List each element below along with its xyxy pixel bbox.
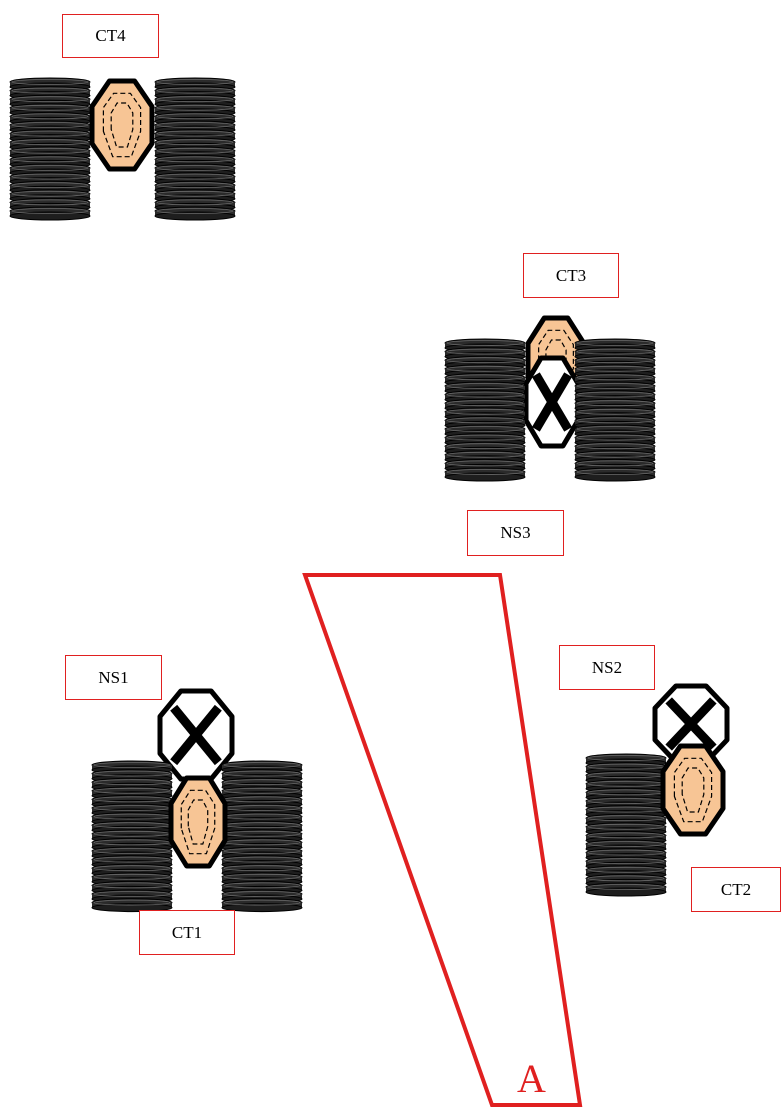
cross-stroke bbox=[665, 697, 717, 751]
stack-column bbox=[91, 760, 173, 913]
ct1-label: CT1 bbox=[139, 910, 235, 955]
cross-stroke bbox=[532, 372, 572, 432]
dashed-ring bbox=[673, 757, 713, 823]
tan-octagon bbox=[660, 743, 726, 837]
stack-column bbox=[574, 338, 656, 482]
ct4-label: CT4 bbox=[62, 14, 159, 58]
ns3-label: NS3 bbox=[467, 510, 564, 556]
wedge-letter: A bbox=[517, 1056, 546, 1101]
dashed-ring bbox=[180, 789, 216, 855]
octagon-body bbox=[660, 743, 726, 837]
octagon-body bbox=[89, 78, 155, 172]
dashed-ring bbox=[538, 329, 574, 395]
ct2-label: CT2 bbox=[691, 867, 781, 912]
ct2-group bbox=[585, 683, 730, 897]
red-wedge bbox=[302, 573, 583, 1107]
stack-column bbox=[444, 338, 526, 482]
dashed-ring bbox=[102, 92, 142, 158]
stack-column bbox=[9, 77, 91, 221]
ct4-group bbox=[9, 77, 236, 221]
ns1-label: NS1 bbox=[65, 655, 162, 700]
ct3-group bbox=[444, 315, 656, 482]
dashed-ring bbox=[110, 102, 134, 148]
dashed-ring bbox=[187, 799, 209, 845]
ns2-label: NS2 bbox=[559, 645, 655, 690]
stack-plate bbox=[574, 467, 656, 482]
ct3-label: CT3 bbox=[523, 253, 619, 298]
octagon-body bbox=[168, 775, 228, 869]
tan-octagon bbox=[89, 78, 155, 172]
tan-octagon bbox=[168, 775, 228, 869]
stack-plate bbox=[9, 206, 91, 221]
stack-plate bbox=[154, 206, 236, 221]
dashed-ring bbox=[681, 767, 705, 813]
crossed-octagon bbox=[523, 355, 581, 449]
stack-plate bbox=[585, 882, 667, 897]
stack-column bbox=[154, 77, 236, 221]
stack-plate bbox=[444, 467, 526, 482]
stack-column bbox=[221, 760, 303, 913]
ct1-group bbox=[91, 688, 303, 913]
stack-column bbox=[585, 753, 667, 897]
cross-stroke bbox=[170, 704, 222, 766]
